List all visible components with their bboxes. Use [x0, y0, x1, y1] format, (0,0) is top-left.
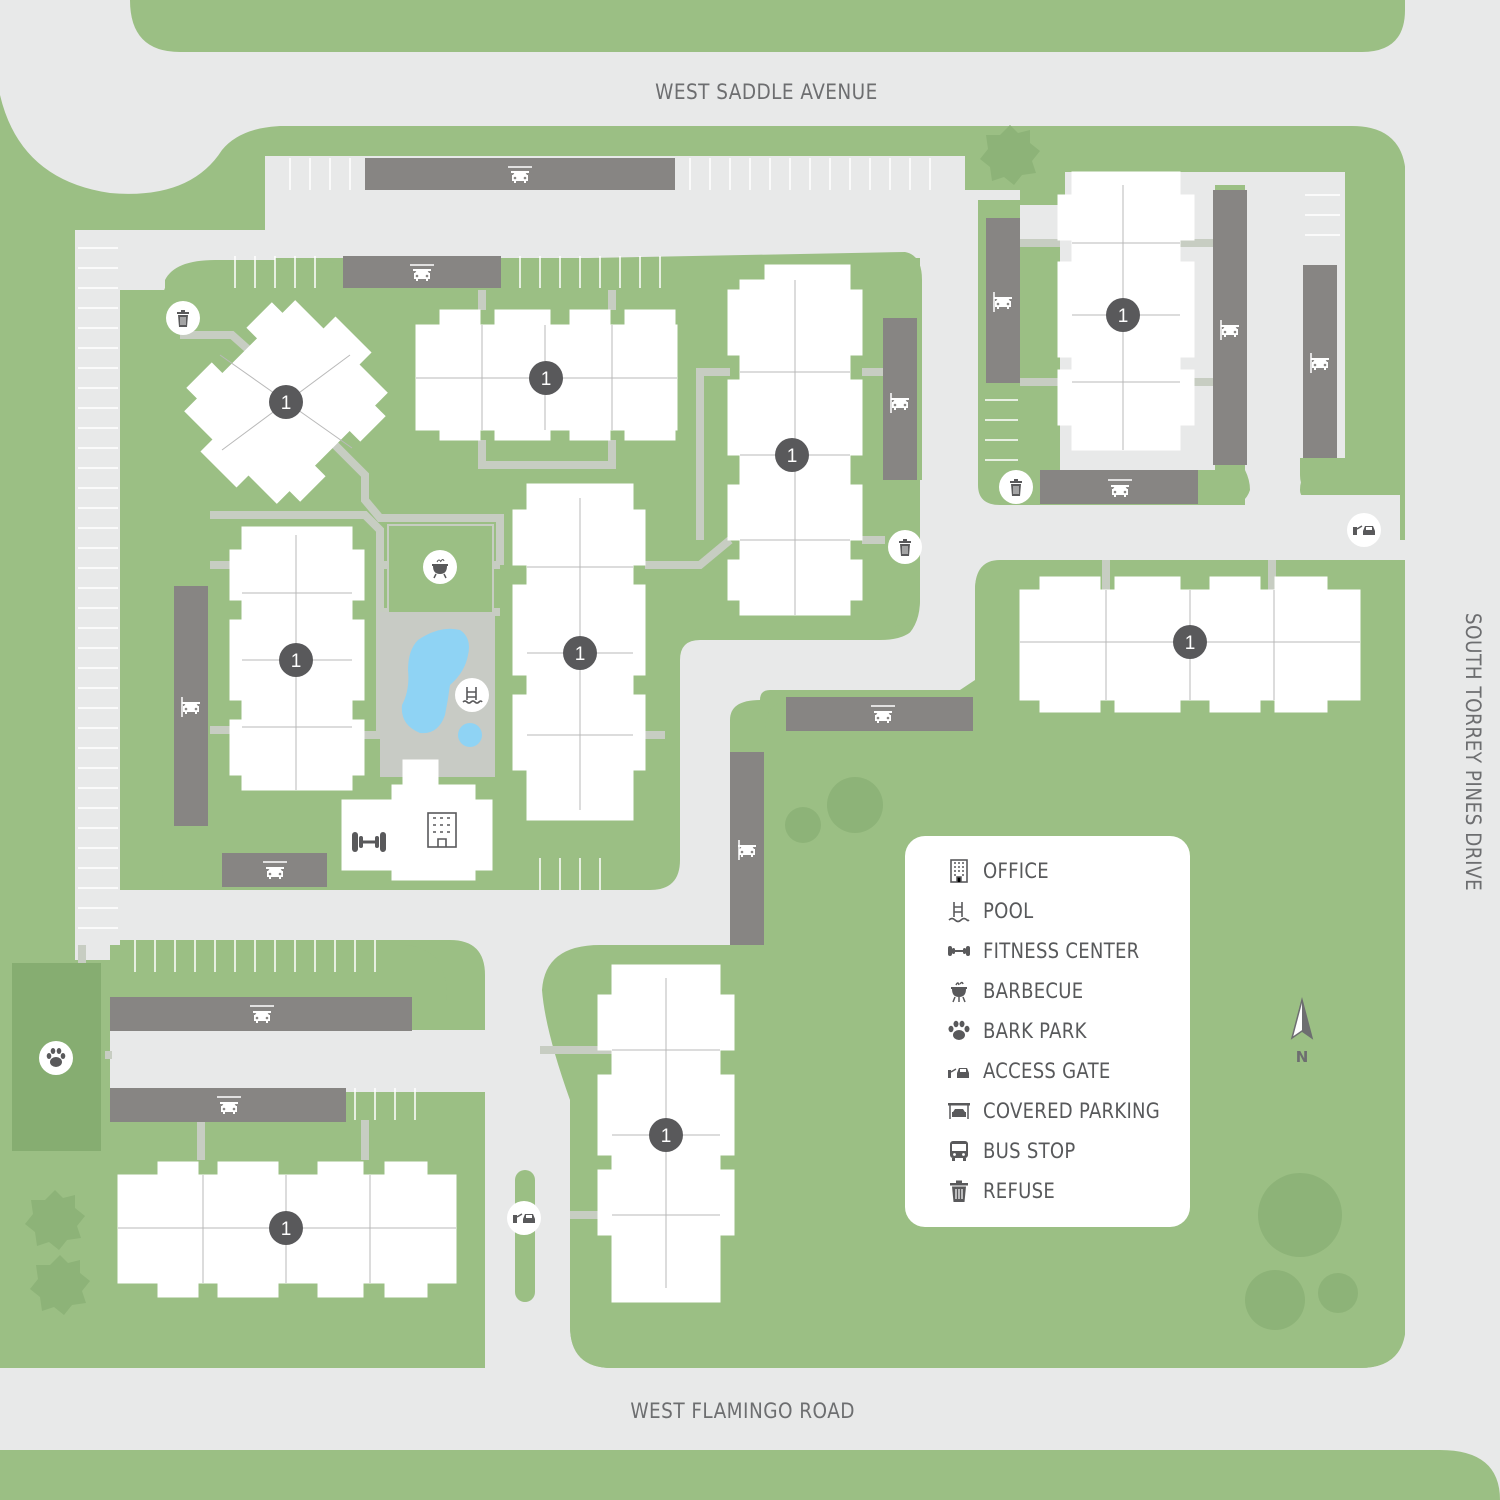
building-number: 1	[575, 644, 586, 665]
refuse-icon	[176, 309, 190, 328]
median	[515, 1170, 535, 1302]
amenity-markers	[39, 301, 1381, 1235]
legend-label: BARBECUE	[983, 979, 1084, 1003]
legend-label: BARK PARK	[983, 1019, 1087, 1043]
trees	[25, 125, 1358, 1330]
legend-label: ACCESS GATE	[983, 1059, 1111, 1083]
road-label-north: WEST SADDLE AVENUE	[655, 80, 878, 104]
map-legend: OFFICE POOL FITNESS CENTER BARBECUE BARK…	[905, 836, 1190, 1227]
parking-stalls	[78, 158, 1340, 1120]
bark-park-icon	[46, 1048, 66, 1067]
pool-icon	[948, 902, 970, 923]
building-number: 1	[1118, 306, 1129, 327]
pool-icon	[462, 687, 483, 704]
building-number: 1	[1185, 633, 1196, 654]
fitness-center-icon	[352, 832, 386, 852]
barbecue-icon	[951, 981, 967, 1003]
access-gate-icon	[948, 1068, 969, 1078]
pool	[401, 628, 469, 734]
building-number: 1	[661, 1126, 672, 1147]
building-number: 1	[787, 446, 798, 467]
legend-label: POOL	[983, 899, 1034, 923]
fitness-center-icon	[948, 946, 970, 956]
building-number: 1	[541, 369, 552, 390]
walkways	[78, 239, 1276, 1219]
office-icon	[427, 812, 457, 848]
covered-parking-icon	[948, 1103, 970, 1119]
legend-label: REFUSE	[983, 1179, 1055, 1203]
compass-label: N	[1296, 1048, 1309, 1066]
building-markers: 1 1 1 1 1 1 1 1 1	[269, 298, 1207, 1245]
barbecue-icon	[432, 559, 448, 579]
legend-label: BUS STOP	[983, 1139, 1076, 1163]
refuse-icon	[950, 1180, 968, 1202]
bark-park-icon	[948, 1020, 970, 1040]
legend-label: OFFICE	[983, 859, 1049, 883]
building-number: 1	[281, 393, 292, 414]
north-arrow-icon: N	[1290, 997, 1314, 1066]
road-label-south: WEST FLAMINGO ROAD	[630, 1399, 855, 1423]
refuse-icon	[1009, 478, 1023, 497]
bus-stop-icon	[950, 1141, 968, 1161]
legend-label: FITNESS CENTER	[983, 939, 1140, 963]
legend-label: COVERED PARKING	[983, 1099, 1161, 1123]
road-label-east: SOUTH TORREY PINES DRIVE	[1461, 612, 1486, 892]
building-number: 1	[291, 651, 302, 672]
refuse-icon	[898, 538, 912, 557]
spa	[458, 723, 482, 747]
office-icon	[950, 859, 968, 883]
building-number: 1	[281, 1219, 292, 1240]
